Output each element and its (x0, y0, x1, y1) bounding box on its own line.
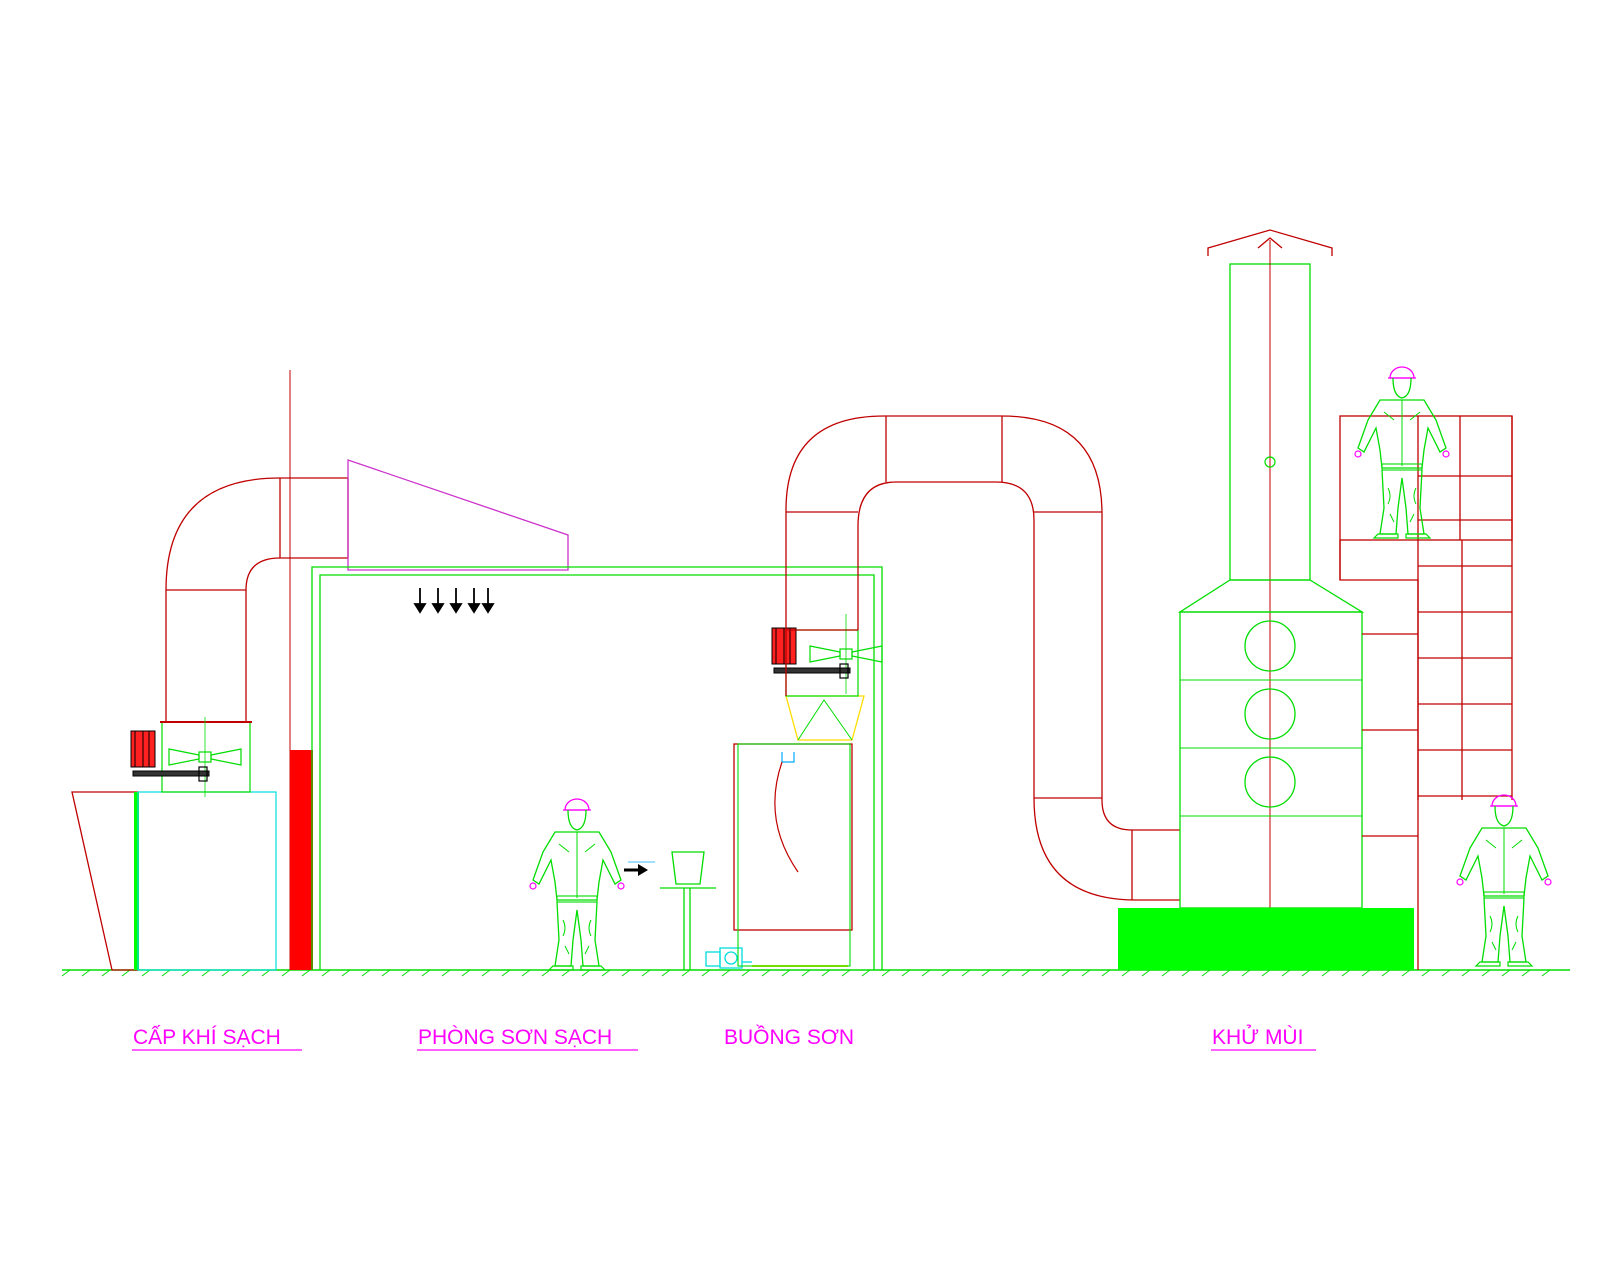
deodorizing-tower (1118, 229, 1414, 970)
label-clean-air-supply: CẤP KHÍ SẠCH (133, 1026, 281, 1049)
exhaust-duct (785, 415, 1180, 901)
section-labels: CẤP KHÍ SẠCH PHÒNG SƠN SẠCH BUỒNG SƠN KH… (132, 1025, 1316, 1051)
label-paint-booth: BUỒNG SƠN (724, 1025, 854, 1049)
ground-line (61, 969, 1570, 977)
label-clean-paint-room: PHÒNG SƠN SẠCH (418, 1026, 612, 1049)
supply-fan-icon (130, 716, 242, 798)
spray-arrow-icon (624, 861, 655, 876)
painter-worker-icon (529, 798, 625, 971)
filter-column (290, 750, 313, 970)
access-platform (1339, 415, 1513, 970)
supply-hood (347, 459, 569, 571)
pump-icon (705, 947, 752, 969)
clean-air-supply-unit (71, 721, 277, 971)
ground-worker-icon (1456, 794, 1552, 967)
platform-worker-icon (1354, 366, 1450, 539)
supply-duct (165, 370, 349, 970)
downflow-arrows-icon (413, 588, 495, 614)
clean-paint-room (311, 566, 883, 970)
booth-exhaust-fan-icon (771, 613, 883, 695)
label-deodorize: KHỬ MÙI (1212, 1025, 1303, 1049)
paint-booth (733, 629, 865, 967)
ladder (1417, 416, 1513, 800)
workpiece-stand (660, 851, 716, 970)
